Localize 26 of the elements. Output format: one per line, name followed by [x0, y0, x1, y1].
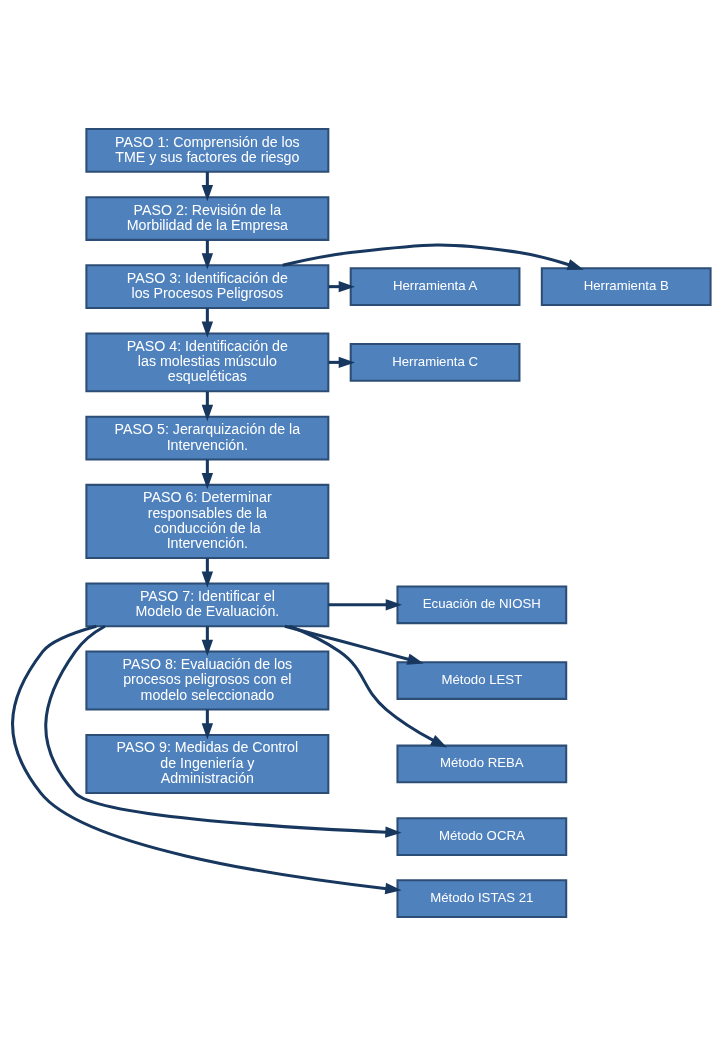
node-box: PASO 3: Identificación de los Procesos Peligrosos [85, 263, 330, 309]
node-box: PASO 9: Medidas de Control de Ingeniería y Administración [85, 733, 330, 794]
node-box: Método REBA [396, 744, 568, 783]
arrow [282, 242, 584, 270]
arrow [201, 307, 214, 338]
node-box: Método OCRA [396, 816, 568, 856]
arrow [201, 557, 214, 588]
node-box: Herramienta B [540, 266, 712, 306]
node-box: PASO 6: Determinar responsables de la conducción de la Intervención. [85, 483, 330, 559]
arrow [288, 624, 448, 748]
arrow [284, 624, 424, 665]
node-box: PASO 8: Evaluación de los procesos peligrosos con el modelo seleccionado [85, 650, 330, 711]
node-box: PASO 5: Jerarquización de la Intervención. [85, 415, 330, 460]
node-box: Método LEST [396, 660, 568, 700]
node-box: Método ISTAS 21 [396, 878, 568, 918]
node-box: Herramienta C [349, 342, 521, 382]
node-box: Herramienta A [349, 266, 521, 306]
node-box: PASO 2: Revisión de la Morbilidad de la Empresa [85, 195, 330, 241]
arrow [44, 624, 402, 838]
arrow [328, 598, 402, 611]
node-box: PASO 4: Identificación de las molestias músculo esqueléticas [85, 331, 330, 392]
node-box: Ecuación de NIOSH [396, 585, 568, 624]
node-box: PASO 7: Identificar el Modelo de Evaluación. [85, 581, 330, 627]
arrow [201, 625, 214, 656]
node-box: PASO 1: Comprensión de los TME y sus factores de riesgo [85, 127, 330, 173]
arrow [11, 624, 402, 894]
